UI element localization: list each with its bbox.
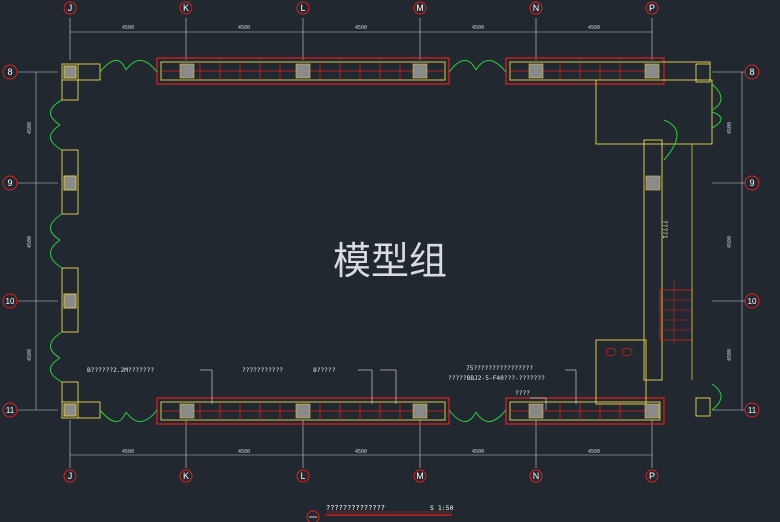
- grid-bubble-P-bottom: P: [645, 469, 659, 483]
- svg-text:10: 10: [748, 297, 757, 306]
- note-leaders: [200, 369, 577, 410]
- drawing-title: ??????????????: [326, 504, 385, 512]
- grid-bubble-L-top: L: [296, 1, 310, 15]
- dim-top-2: 4500: [238, 25, 250, 31]
- dimension-lines: [35, 31, 743, 456]
- svg-text:N: N: [533, 3, 540, 13]
- grid-bubble-9-right: 9: [744, 175, 760, 191]
- svg-text:9: 9: [749, 178, 754, 188]
- grid-bubble-K-bottom: K: [179, 469, 193, 483]
- svg-text:L: L: [300, 3, 305, 13]
- drawing-scale: S 1:50: [430, 504, 454, 512]
- glass-mullions: [199, 62, 621, 420]
- svg-text:8: 8: [7, 67, 12, 77]
- grid-bubble-M-bottom: M: [413, 469, 427, 483]
- glass-wall-bottom-right: [505, 397, 665, 425]
- grid-bubble-L-bottom: L: [296, 469, 310, 483]
- dim-bottom-2: 4500: [238, 449, 250, 455]
- grid-bubble-10-right: 10: [744, 293, 760, 309]
- svg-text:M: M: [416, 3, 424, 13]
- svg-text:M: M: [416, 471, 424, 481]
- glass-wall-top-left: [156, 57, 450, 85]
- svg-text:P: P: [649, 471, 655, 481]
- dim-top-4: 4500: [472, 25, 484, 31]
- watermark-text: 模型组: [333, 239, 447, 283]
- title-underline: [306, 510, 452, 522]
- svg-text:J: J: [68, 3, 73, 13]
- svg-text:11: 11: [6, 406, 15, 415]
- svg-text:N: N: [533, 471, 540, 481]
- note-vertical: ????1: [661, 220, 668, 239]
- grid-bubble-N-top: N: [529, 1, 543, 15]
- note-right-2: ?????BBJ2-5-F40???-???????: [448, 375, 545, 382]
- dim-top-3: 4500: [355, 25, 367, 31]
- dim-right-3: 4500: [727, 349, 733, 361]
- note-mid-1: ???????????: [242, 367, 283, 374]
- dim-bottom-4: 4500: [472, 449, 484, 455]
- svg-text:J: J: [68, 471, 73, 481]
- svg-text:P: P: [649, 3, 655, 13]
- dim-top-1: 4500: [122, 25, 134, 31]
- service-room: [595, 63, 713, 417]
- note-right-1: 75????????????????: [466, 365, 533, 372]
- svg-text:K: K: [183, 471, 189, 481]
- dim-bottom-3: 4500: [355, 449, 367, 455]
- grid-bubble-10-left: 10: [2, 293, 18, 309]
- glass-wall-bottom-left: [156, 397, 450, 425]
- grid-bubble-P-top: P: [645, 1, 659, 15]
- svg-text:9: 9: [7, 178, 12, 188]
- grid-bubble-M-top: M: [413, 1, 427, 15]
- dim-left-1: 4500: [27, 122, 33, 134]
- grid-bubble-11-right: 11: [744, 402, 760, 418]
- dim-right-1: 4500: [727, 122, 733, 134]
- grid-bubble-J-bottom: J: [63, 469, 77, 483]
- dim-left-3: 4500: [27, 349, 33, 361]
- dim-bottom-5: 4500: [588, 449, 600, 455]
- note-right-3: ????: [515, 390, 530, 397]
- left-wall: [61, 63, 101, 419]
- grid-bubble-J-top: J: [63, 1, 77, 15]
- svg-text:10: 10: [6, 297, 15, 306]
- note-mid-2: 8?????: [313, 367, 336, 374]
- grid-bubble-K-top: K: [179, 1, 193, 15]
- grid-bubble-N-bottom: N: [529, 469, 543, 483]
- dim-bottom-1: 4500: [122, 449, 134, 455]
- dim-top-5: 4500: [588, 25, 600, 31]
- grid-bubble-8-right: 8: [744, 64, 760, 80]
- svg-text:8: 8: [749, 67, 754, 77]
- svg-text:11: 11: [748, 406, 757, 415]
- door-swings: [50, 60, 722, 422]
- grid-bubble-9-left: 9: [2, 175, 18, 191]
- dim-right-2: 4500: [727, 236, 733, 248]
- grid-bubble-11-left: 11: [2, 402, 18, 418]
- dim-left-2: 4500: [27, 236, 33, 248]
- grid-bubble-8-left: 8: [2, 64, 18, 80]
- svg-text:K: K: [183, 3, 189, 13]
- note-left: B??????2.2M???????: [87, 367, 154, 374]
- svg-text:L: L: [300, 471, 305, 481]
